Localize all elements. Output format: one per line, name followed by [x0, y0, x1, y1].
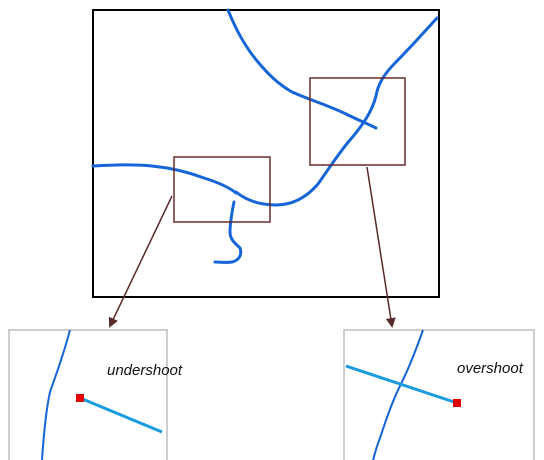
undershoot-endpoint-marker	[76, 394, 84, 402]
zoom-box-undershoot	[173, 156, 271, 223]
undershoot-panel: undershoot	[8, 329, 183, 460]
overshoot-panel-frame	[343, 329, 535, 460]
zoom-box-overshoot	[309, 77, 406, 166]
undershoot-panel-frame	[8, 329, 168, 460]
overshoot-endpoint-marker	[453, 399, 461, 407]
main-map	[91, 8, 440, 298]
map-line-diagonal	[234, 16, 439, 207]
overshoot-panel: overshoot	[343, 329, 535, 460]
map-line-left	[91, 163, 238, 195]
map-line-top	[226, 8, 378, 130]
main-map-frame	[92, 9, 440, 298]
overshoot-label: overshoot	[457, 360, 524, 377]
arrow-to-overshoot	[366, 166, 396, 328]
undershoot-main-line	[41, 329, 71, 460]
map-line-branch	[213, 200, 243, 264]
undershoot-segment	[79, 396, 163, 434]
overshoot-segment	[345, 364, 458, 405]
arrow-to-undershoot	[108, 195, 173, 328]
overshoot-main-line	[372, 329, 424, 460]
undershoot-label: undershoot	[107, 362, 183, 379]
